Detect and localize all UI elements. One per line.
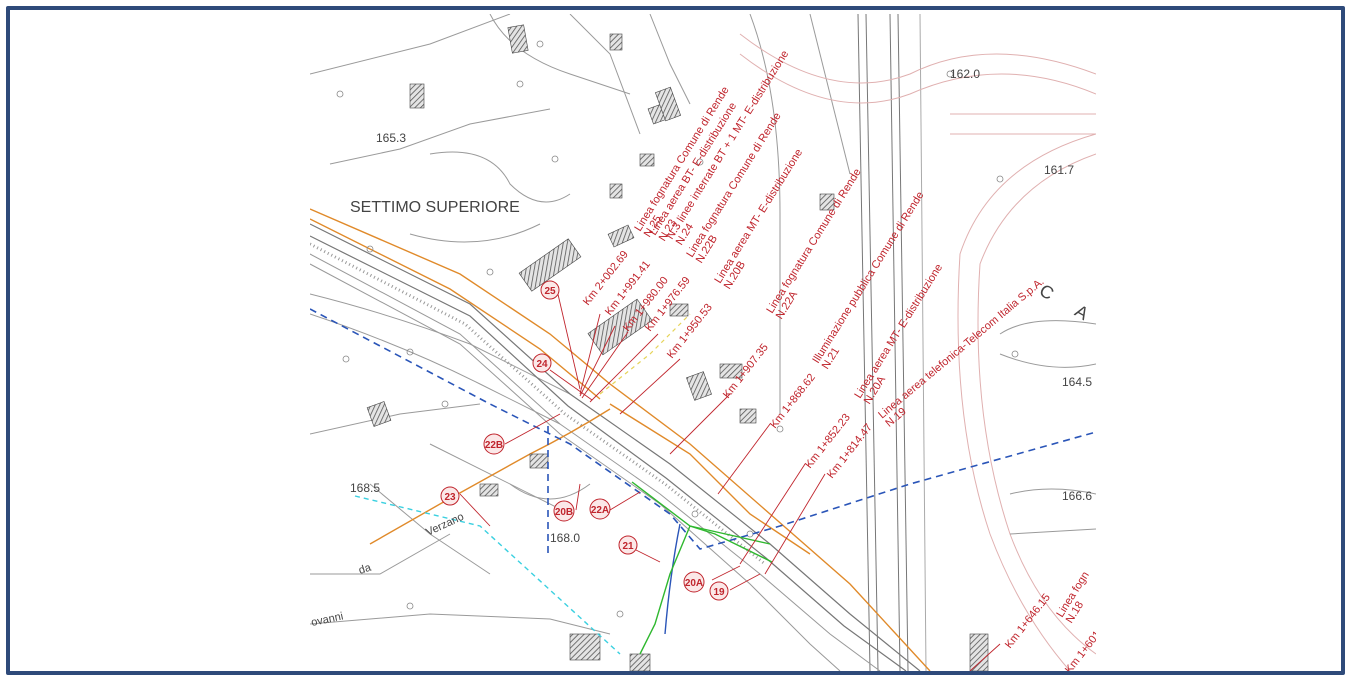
figure-frame: SETTIMO SUPERIORE C A N da Verzano ovann… (6, 6, 1345, 675)
place-name: SETTIMO SUPERIORE (350, 199, 520, 216)
svg-text:25: 25 (544, 286, 556, 297)
blue-line (664, 523, 681, 635)
svg-text:21: 21 (622, 541, 634, 552)
svg-text:23: 23 (444, 492, 456, 503)
elevation-166-6: 166.6 (1062, 489, 1092, 503)
marker-25[interactable]: 25 (540, 280, 560, 300)
marker-20B[interactable]: 20B (553, 500, 575, 522)
chainage-label: Km 1+868.62 (768, 372, 818, 431)
svg-text:24: 24 (536, 359, 548, 370)
svg-text:22B: 22B (485, 440, 503, 451)
yellow-dashed-line (599, 313, 691, 395)
marker-22B[interactable]: 22B (483, 433, 505, 455)
utility-label-line: Linea aerea telefonica-Telecom Italia S.… (876, 276, 1046, 422)
elevation-164-5: 164.5 (1062, 375, 1092, 389)
marker-22A[interactable]: 22A (589, 498, 611, 520)
svg-text:19: 19 (713, 587, 725, 598)
svg-text:22A: 22A (591, 505, 609, 516)
marker-21[interactable]: 21 (618, 535, 638, 555)
partial-place-label: C A N (1036, 280, 1096, 350)
map-view[interactable]: SETTIMO SUPERIORE C A N da Verzano ovann… (310, 14, 1096, 671)
marker-24[interactable]: 24 (532, 353, 552, 373)
leader-lines (459, 289, 1001, 671)
road-label-da: da (357, 561, 373, 576)
chainage-label: Km 1+601.64 (1063, 617, 1096, 671)
elevation-162-0: 162.0 (950, 67, 980, 81)
road-label-ovanni: ovanni (310, 610, 344, 628)
svg-text:20A: 20A (685, 578, 703, 589)
marker-19[interactable]: 19 (709, 581, 729, 601)
railway-corridor (310, 223, 921, 671)
utility-map: SETTIMO SUPERIORE C A N da Verzano ovann… (310, 14, 1096, 671)
chainage-labels: Km 2+002.69 Km 1+991.41 Km 1+980.00 Km 1… (581, 249, 1096, 671)
svg-text:20B: 20B (555, 507, 573, 518)
elevation-161-7: 161.7 (1044, 163, 1074, 177)
markers: 25 24 22B 23 20B 22A 21 20A (440, 280, 729, 601)
road-label-verzano: Verzano (424, 511, 466, 539)
elevation-168-0: 168.0 (550, 531, 580, 545)
cyan-dashed-line (354, 495, 621, 655)
elevation-165-3: 165.3 (376, 131, 406, 145)
green-lines (631, 481, 773, 655)
elevation-168-5: 168.5 (350, 481, 380, 495)
elevation-labels: 165.3 162.0 161.7 164.5 166.6 168.5 168.… (350, 67, 1092, 545)
marker-20A[interactable]: 20A (683, 571, 705, 593)
buildings (366, 24, 989, 671)
blue-dashed-lines (310, 308, 1096, 554)
road-lines (310, 208, 931, 671)
chainage-label: Km 1+646.15 (1003, 592, 1053, 651)
marker-23[interactable]: 23 (440, 486, 460, 506)
